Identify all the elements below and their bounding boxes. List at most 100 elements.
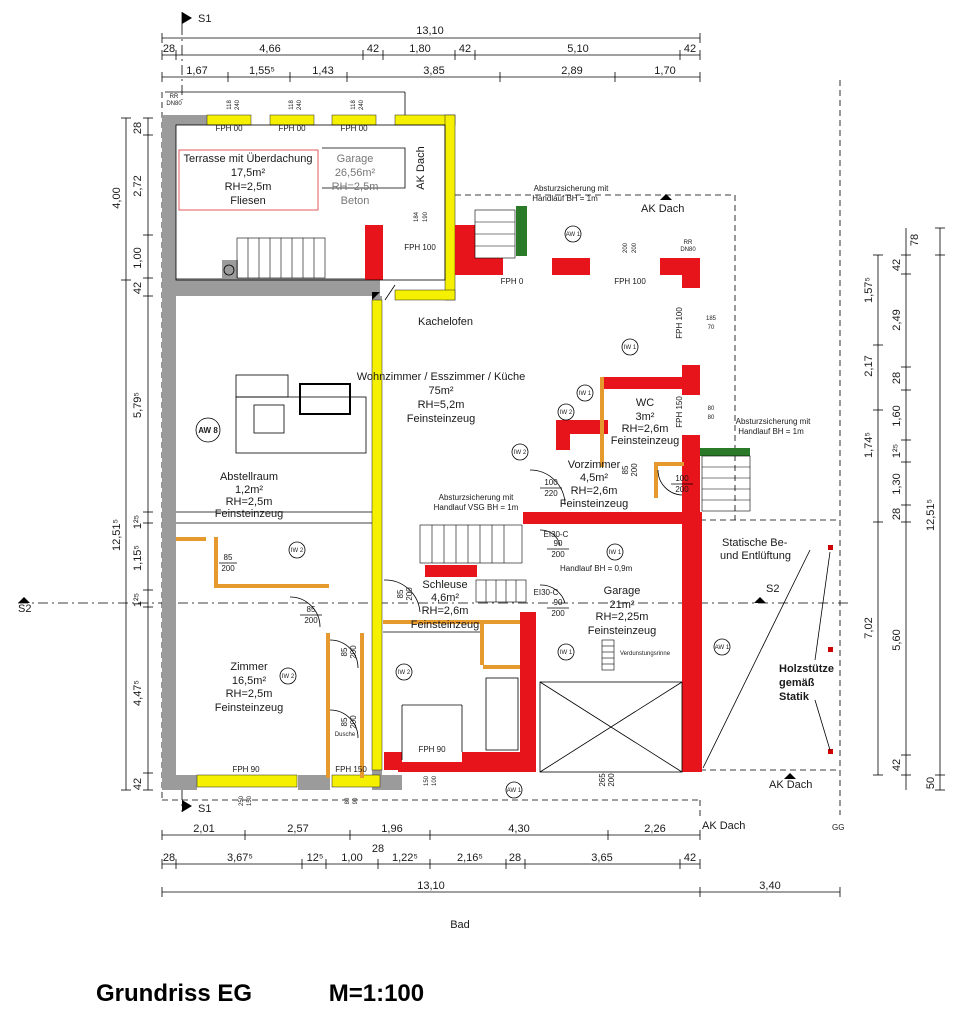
svg-text:FPH 00: FPH 00 bbox=[215, 124, 243, 133]
section-s2-left: S2 bbox=[18, 603, 31, 615]
wall-tag: IW 1 bbox=[609, 550, 622, 556]
svg-text:RH=2,5m: RH=2,5m bbox=[226, 688, 273, 700]
svg-text:FPH 150: FPH 150 bbox=[675, 396, 684, 428]
svg-text:240: 240 bbox=[297, 99, 303, 110]
svg-text:184: 184 bbox=[414, 211, 420, 222]
room-terrasse: Terrasse mit Überdachung 17,5m² RH=2,5m … bbox=[183, 153, 312, 207]
svg-text:85: 85 bbox=[396, 589, 405, 598]
svg-text:Feinsteinzeug: Feinsteinzeug bbox=[215, 508, 284, 520]
svg-text:3m²: 3m² bbox=[636, 411, 655, 423]
svg-text:90: 90 bbox=[554, 539, 563, 548]
svg-text:Zimmer: Zimmer bbox=[230, 661, 268, 673]
svg-text:200: 200 bbox=[349, 645, 358, 659]
svg-text:85: 85 bbox=[340, 717, 349, 726]
room-zimmer: Zimmer 16,5m² RH=2,5m Feinsteinzeug bbox=[215, 661, 284, 714]
svg-text:4,5m²: 4,5m² bbox=[580, 472, 608, 484]
svg-text:FPH 90: FPH 90 bbox=[418, 745, 446, 754]
svg-text:Terrasse mit Überdachung: Terrasse mit Überdachung bbox=[183, 153, 312, 165]
label-dusche: Dusche bbox=[335, 732, 356, 738]
dim-right-mid: 1,57⁵ bbox=[863, 277, 875, 303]
svg-text:S1: S1 bbox=[198, 13, 211, 25]
svg-text:75m²: 75m² bbox=[428, 385, 453, 397]
dim-bottom-r2: 12⁵ bbox=[307, 852, 324, 864]
room-schleuse: Schleuse 4,6m² RH=2,6m Feinsteinzeug bbox=[411, 579, 480, 631]
svg-text:240: 240 bbox=[359, 99, 365, 110]
label-absturz: Absturzsicherung mit bbox=[439, 493, 514, 502]
label-ak-dach: AK Dach bbox=[769, 779, 812, 791]
svg-text:85: 85 bbox=[621, 465, 630, 474]
wall-tag: IW 1 bbox=[624, 345, 637, 351]
wall-tags: AW 8 AW 1 AW 1 AW 1 IW 1 IW 1 IW 1 IW 1 … bbox=[195, 225, 731, 799]
dim-top-overall: 13,10 bbox=[416, 25, 444, 37]
label-gg: GG bbox=[832, 823, 844, 832]
svg-text:200: 200 bbox=[551, 550, 565, 559]
label-rr: RR bbox=[684, 240, 693, 246]
dim-bottom-r2: 3,65 bbox=[591, 852, 612, 864]
svg-text:100: 100 bbox=[432, 775, 438, 786]
svg-text:90: 90 bbox=[353, 797, 359, 804]
wall-tag: AW 1 bbox=[507, 788, 522, 794]
dim-right: 42 bbox=[891, 759, 903, 771]
svg-text:200: 200 bbox=[551, 609, 565, 618]
svg-text:16,5m²: 16,5m² bbox=[232, 675, 267, 687]
dim-bottom-r1: 1,96 bbox=[381, 823, 402, 835]
dim-left: 4,47⁵ bbox=[132, 680, 144, 706]
dim-top-r2: 5,10 bbox=[567, 43, 588, 55]
dim-bottom-r1: 2,57 bbox=[287, 823, 308, 835]
svg-text:RH=2,5m: RH=2,5m bbox=[225, 181, 272, 193]
dim-right: 2,49 bbox=[891, 309, 903, 330]
bottom-dimensions: 2,01 2,57 1,96 4,30 2,26 28 28 3,67⁵ 12⁵… bbox=[161, 823, 841, 897]
svg-text:265: 265 bbox=[598, 773, 607, 787]
svg-text:WC: WC bbox=[636, 397, 654, 409]
annotations: Kachelofen AK Dach Absturzsicherung mit … bbox=[166, 94, 834, 931]
section-s1-bottom: S1 bbox=[198, 803, 211, 815]
svg-text:200: 200 bbox=[304, 616, 318, 625]
svg-text:Feinsteinzeug: Feinsteinzeug bbox=[407, 413, 476, 425]
svg-text:190: 190 bbox=[423, 211, 429, 222]
dim-bottom-r2: 28 bbox=[509, 852, 521, 864]
room-garage: Garage 21m² RH=2,25m Feinsteinzeug bbox=[588, 585, 657, 637]
wall-tag: AW 1 bbox=[566, 232, 581, 238]
dim-right: 28 bbox=[891, 508, 903, 520]
dim-top-r3: 1,43 bbox=[312, 65, 333, 77]
dim-left: 1²⁵ bbox=[132, 515, 144, 529]
svg-text:200: 200 bbox=[221, 564, 235, 573]
right-dimensions: 78 42 2,49 28 1,60 1²⁵ 1,30 28 5,60 42 5… bbox=[863, 227, 945, 791]
dim-bottom-extra: 28 bbox=[372, 843, 384, 855]
section-s2-right: S2 bbox=[766, 583, 779, 595]
dim-top-r2: 1,80 bbox=[409, 43, 430, 55]
svg-text:1,2m²: 1,2m² bbox=[235, 484, 263, 496]
top-dimensions: 13,10 28 4,66 42 1,80 42 5,10 42 1,67 1,… bbox=[161, 25, 701, 82]
svg-text:Vorzimmer: Vorzimmer bbox=[568, 459, 621, 471]
label-holz: gemäß bbox=[779, 677, 815, 689]
svg-text:RH=2,5m: RH=2,5m bbox=[332, 181, 379, 193]
svg-text:Beton: Beton bbox=[341, 195, 370, 207]
dim-bottom-r2: 1,22⁵ bbox=[392, 852, 418, 864]
svg-text:FPH 100: FPH 100 bbox=[404, 243, 436, 252]
dim-right-mid: 2,17 bbox=[863, 355, 875, 376]
svg-text:RH=2,25m: RH=2,25m bbox=[596, 611, 649, 623]
dim-top-r3: 1,55⁵ bbox=[249, 65, 275, 77]
wall-tag: AW 8 bbox=[198, 426, 218, 435]
dim-left: 42 bbox=[132, 778, 144, 790]
svg-text:200: 200 bbox=[349, 715, 358, 729]
svg-text:200: 200 bbox=[632, 242, 638, 253]
svg-text:RH=5,2m: RH=5,2m bbox=[418, 399, 465, 411]
dim-left-overall: 4,00 bbox=[111, 187, 123, 208]
dim-top-r3: 1,67 bbox=[186, 65, 207, 77]
stairs bbox=[223, 209, 751, 671]
svg-text:70: 70 bbox=[708, 325, 715, 331]
dim-right: 5,60 bbox=[891, 629, 903, 650]
svg-text:FPH 90: FPH 90 bbox=[232, 765, 260, 774]
section-marker-s1-top: S1 bbox=[181, 12, 211, 100]
svg-text:26,56m²: 26,56m² bbox=[335, 167, 376, 179]
dim-bottom-r2: 3,67⁵ bbox=[227, 852, 253, 864]
dim-right: 42 bbox=[891, 259, 903, 271]
dim-bottom-r2: 28 bbox=[163, 852, 175, 864]
dim-left: 1,00 bbox=[132, 247, 144, 268]
svg-text:200: 200 bbox=[623, 242, 629, 253]
dim-right: 1,60 bbox=[891, 405, 903, 426]
svg-text:80: 80 bbox=[708, 406, 715, 412]
room-abstellraum: Abstellraum 1,2m² RH=2,5m Feinsteinzeug bbox=[215, 471, 284, 520]
